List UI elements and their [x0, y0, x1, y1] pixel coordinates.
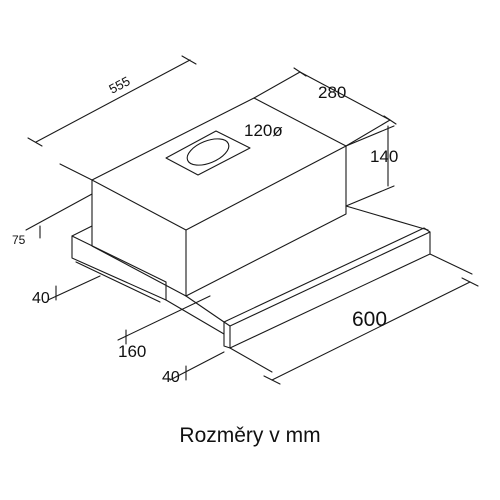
label-front-left-height: 40 [32, 290, 50, 307]
label-left-offset: 75 [12, 233, 26, 247]
lower-chassis [71, 205, 429, 335]
hood-body [91, 97, 347, 297]
dimension-line-160 [117, 295, 211, 345]
caption-dimensions-in-mm: Rozměry v mm [179, 424, 321, 447]
dimension-line-depth [27, 55, 197, 181]
dimension-line-height [345, 125, 395, 207]
front-panel [223, 227, 431, 349]
label-pullout-depth: 160 [118, 342, 146, 361]
dimension-line-top-width [253, 67, 397, 147]
dimension-line-75 [25, 193, 93, 239]
label-top-width: 280 [318, 83, 346, 102]
label-height: 140 [370, 147, 398, 166]
dimension-line-total-width [229, 253, 479, 385]
label-total-width: 600 [352, 308, 387, 331]
label-duct-diameter: 120ø [244, 121, 283, 140]
dimension-line-front-40 [169, 351, 225, 381]
dimension-line-left-40 [47, 275, 101, 301]
duct-outlet [165, 130, 251, 176]
label-front-panel-height: 40 [162, 369, 180, 386]
